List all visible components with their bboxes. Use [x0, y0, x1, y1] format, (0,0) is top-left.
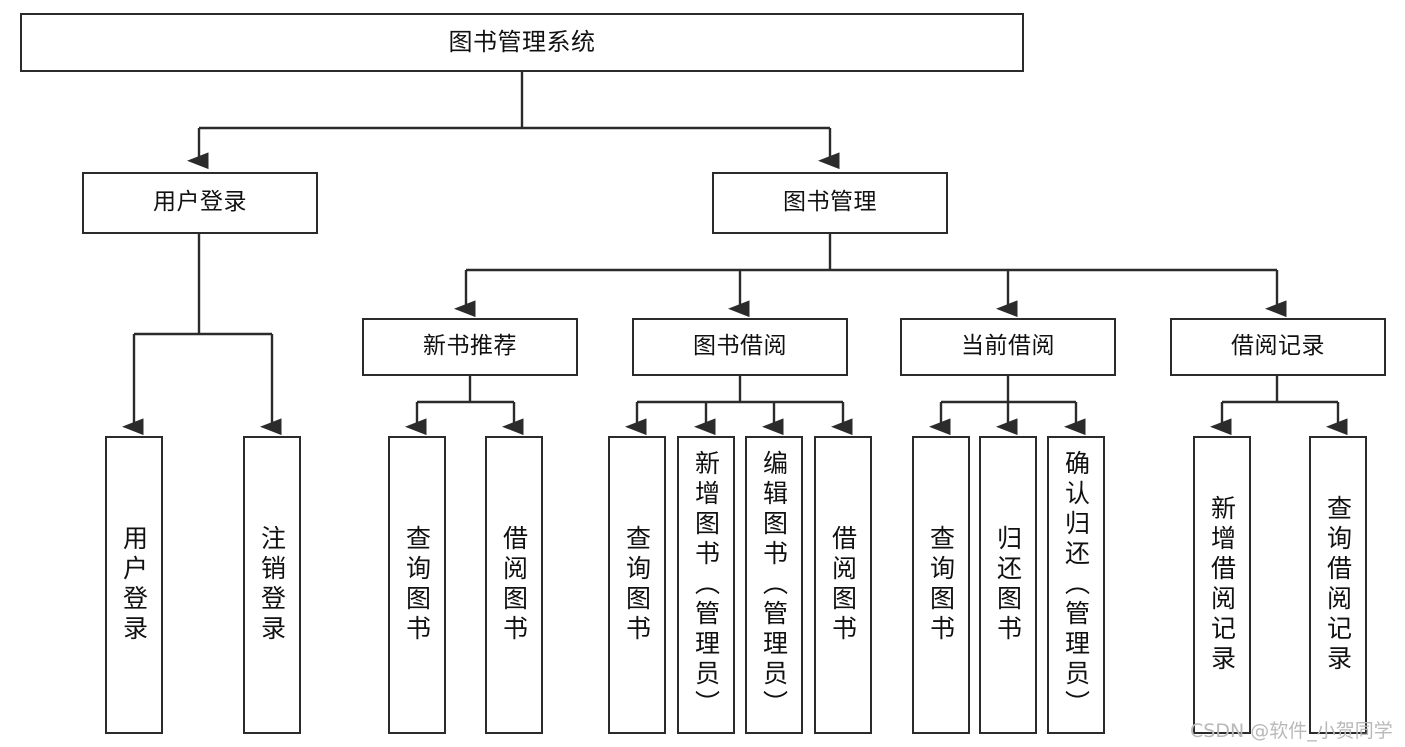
node-leaf-query-book-2-label: 查询图书 [622, 525, 652, 645]
node-leaf-edit-book-label: 编辑图书（管理员） [759, 450, 789, 720]
node-leaf-query-book-1[interactable]: 查询图书 [388, 436, 446, 734]
node-root[interactable]: 图书管理系统 [20, 13, 1024, 72]
node-leaf-add-record[interactable]: 新增借阅记录 [1193, 436, 1251, 734]
node-leaf-add-book[interactable]: 新增图书（管理员） [677, 436, 735, 734]
node-leaf-return-book[interactable]: 归还图书 [979, 436, 1037, 734]
node-leaf-confirm-return[interactable]: 确认归还（管理员） [1047, 436, 1105, 734]
node-book-borrow[interactable]: 图书借阅 [632, 318, 848, 376]
node-leaf-return-book-label: 归还图书 [993, 525, 1023, 645]
node-root-label: 图书管理系统 [448, 28, 596, 57]
node-leaf-borrow-book-2-label: 借阅图书 [828, 525, 858, 645]
node-new-book-rec[interactable]: 新书推荐 [362, 318, 578, 376]
node-current-borrow[interactable]: 当前借阅 [900, 318, 1116, 376]
node-borrow-record[interactable]: 借阅记录 [1170, 318, 1386, 376]
node-leaf-query-book-3[interactable]: 查询图书 [912, 436, 970, 734]
node-leaf-add-book-label: 新增图书（管理员） [691, 450, 721, 720]
node-book-manage-label: 图书管理 [783, 189, 877, 216]
node-leaf-confirm-return-label: 确认归还（管理员） [1061, 450, 1091, 720]
node-leaf-query-record[interactable]: 查询借阅记录 [1309, 436, 1367, 734]
node-user-login[interactable]: 用户登录 [82, 172, 318, 234]
node-leaf-edit-book[interactable]: 编辑图书（管理员） [745, 436, 803, 734]
node-leaf-query-book-1-label: 查询图书 [402, 525, 432, 645]
node-leaf-query-book-3-label: 查询图书 [926, 525, 956, 645]
csdn-watermark: CSDN @软件_小贺同学 [1190, 720, 1393, 742]
node-book-manage[interactable]: 图书管理 [712, 172, 948, 234]
node-user-login-label: 用户登录 [153, 189, 247, 216]
node-leaf-borrow-book-2[interactable]: 借阅图书 [814, 436, 872, 734]
node-leaf-user-logout-label: 注销登录 [257, 525, 287, 645]
node-book-borrow-label: 图书借阅 [693, 333, 787, 360]
node-new-book-rec-label: 新书推荐 [423, 333, 517, 360]
node-leaf-user-login-label: 用户登录 [119, 525, 149, 645]
node-leaf-query-book-2[interactable]: 查询图书 [608, 436, 666, 734]
node-leaf-query-record-label: 查询借阅记录 [1323, 495, 1353, 675]
node-current-borrow-label: 当前借阅 [961, 333, 1055, 360]
node-leaf-add-record-label: 新增借阅记录 [1207, 495, 1237, 675]
node-borrow-record-label: 借阅记录 [1231, 333, 1325, 360]
node-leaf-borrow-book-1-label: 借阅图书 [499, 525, 529, 645]
node-leaf-user-logout[interactable]: 注销登录 [243, 436, 301, 734]
node-leaf-user-login[interactable]: 用户登录 [105, 436, 163, 734]
node-leaf-borrow-book-1[interactable]: 借阅图书 [485, 436, 543, 734]
